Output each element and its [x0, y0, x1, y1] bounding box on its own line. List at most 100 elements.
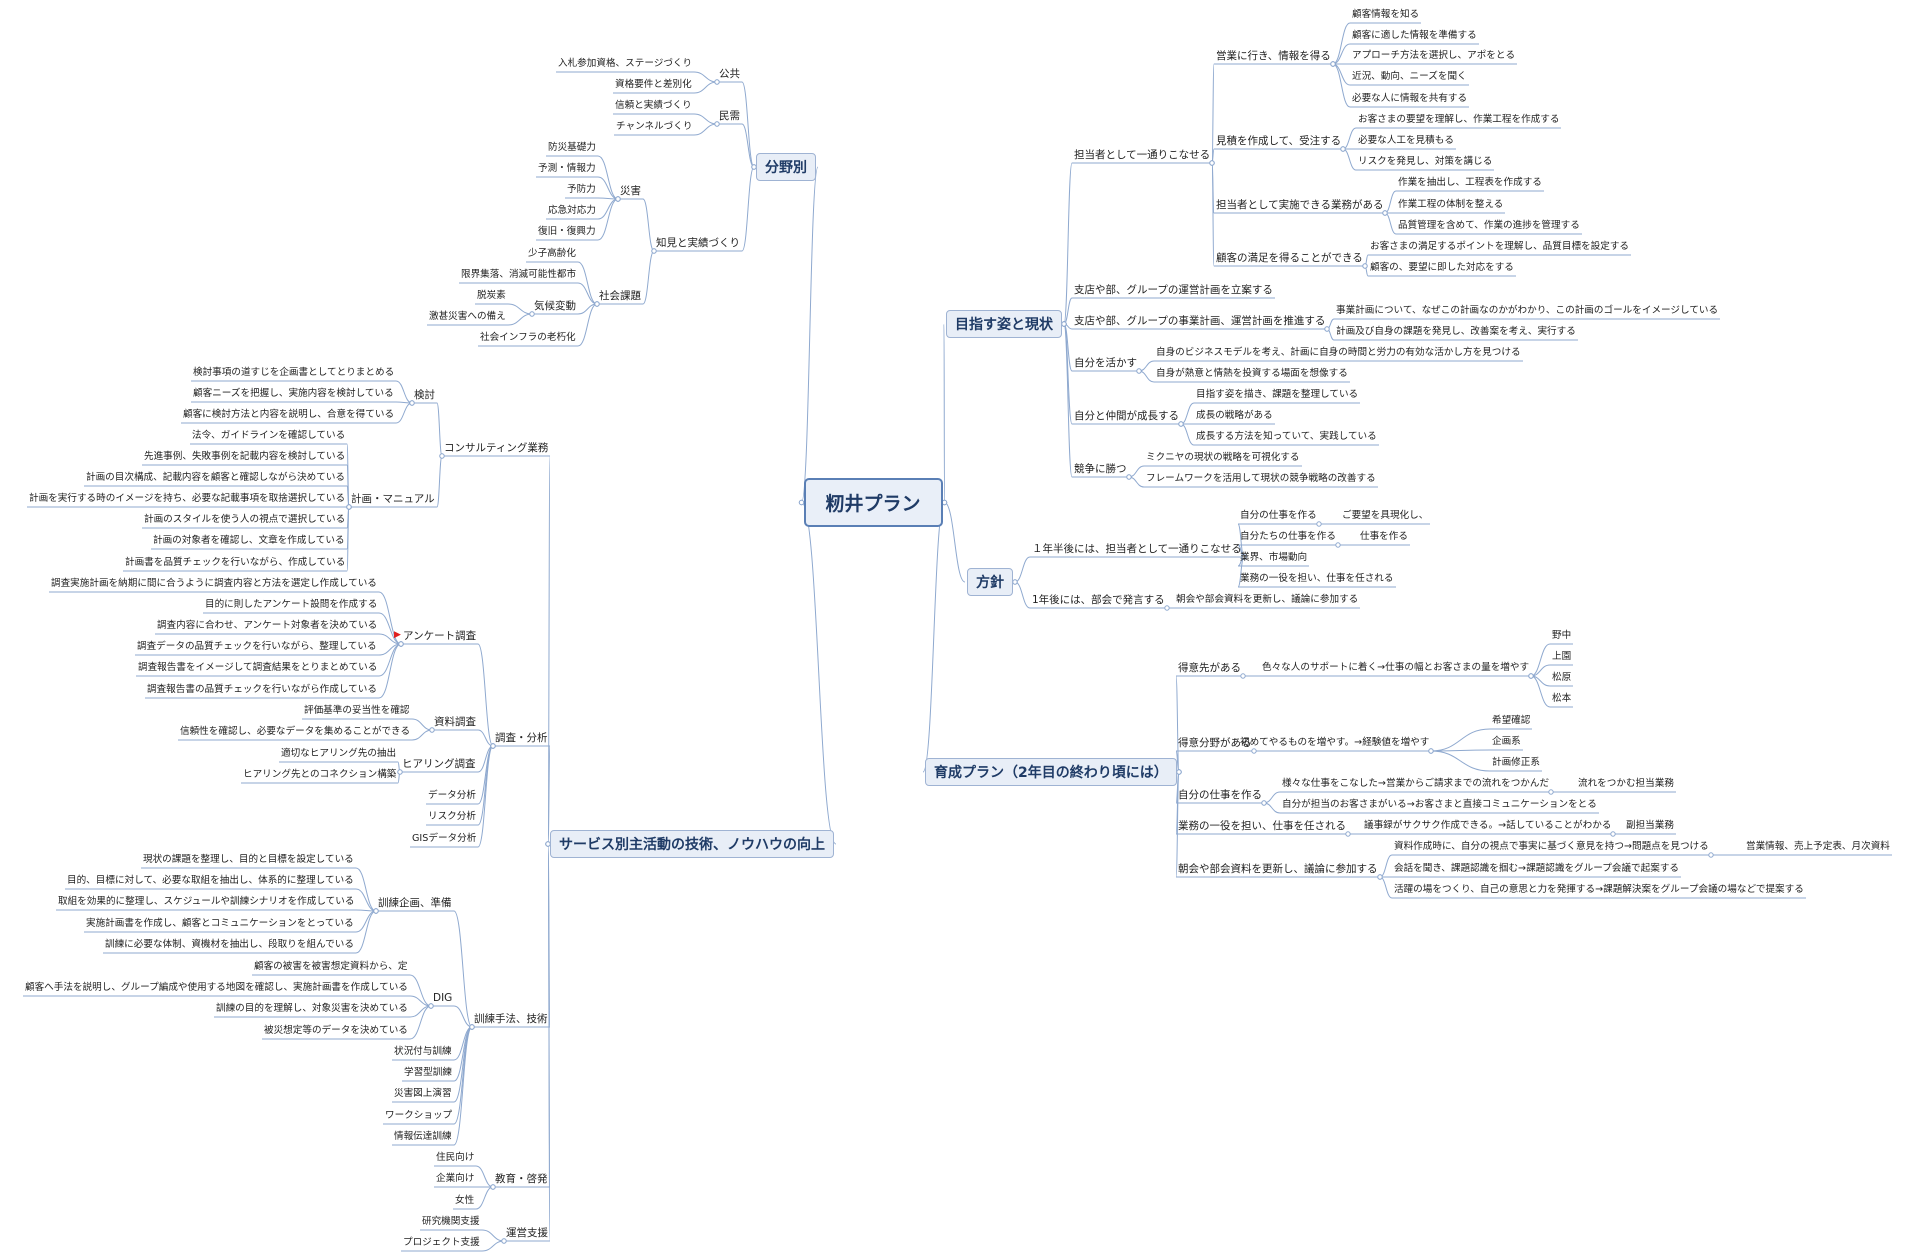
leaf-item: 会話を聞き、課題認識を掴む→課題認識をグループ会議で起案する	[1394, 863, 1680, 874]
branch-ikusei[interactable]: 育成プラン（2年目の終わり頃には）	[925, 758, 1177, 786]
topic-nakama[interactable]: 自分と仲間が成長する	[1074, 410, 1179, 422]
leaf-item: 自分の仕事を作る	[1240, 510, 1317, 521]
topic-manzoku[interactable]: 顧客の満足を得ることができる	[1216, 252, 1363, 264]
leaf-item: お客さまの満足するポイントを理解し、品質目標を設定する	[1370, 241, 1630, 252]
leaf-item: 状況付与訓練	[394, 1046, 452, 1057]
branch-mezasu[interactable]: 目指す姿と現状	[946, 310, 1062, 338]
leaf-item: 脱炭素	[477, 290, 506, 301]
leaf-item: フレームワークを活用して現状の競争戦略の改善する	[1146, 473, 1376, 484]
topic-dig[interactable]: DIG	[433, 992, 453, 1004]
topic-year[interactable]: 1年後には、部会で発言する	[1032, 594, 1165, 606]
leaf-item: 自分たちの仕事を作る	[1240, 531, 1336, 542]
leaf-item: 自身のビジネスモデルを考え、計画に自身の時間と労力の有効な活かし方を見つける	[1156, 347, 1521, 358]
topic-shiten1[interactable]: 支店や部、グループの運営計画を立案する	[1074, 284, 1273, 296]
topic-tanto[interactable]: 担当者として一通りこなせる	[1074, 149, 1211, 161]
leaf-item: 復旧・復興力	[538, 226, 596, 237]
leaf-item: 様々な仕事をこなした→営業からご請求までの流れをつかんだ	[1282, 778, 1550, 789]
topic-kyoiku[interactable]: 教育・啓発	[495, 1173, 548, 1185]
leaf-item: 調査データの品質チェックを行いながら、整理している	[137, 641, 377, 652]
leaf-item: 顧客情報を知る	[1352, 9, 1420, 20]
topic-gyomu[interactable]: 担当者として実施できる業務がある	[1216, 199, 1384, 211]
topic-tokuisaki[interactable]: 得意先がある	[1178, 662, 1241, 674]
leaf-item: 必要な人工を見積もる	[1358, 135, 1454, 146]
leaf-item: 顧客の、要望に即した対応をする	[1370, 262, 1514, 273]
topic-shigoto[interactable]: 自分の仕事を作る	[1178, 789, 1262, 801]
topic-chosa[interactable]: 調査・分析	[495, 732, 548, 744]
topic-private[interactable]: 民需	[719, 110, 740, 122]
leaf-item: 近況、動向、ニーズを聞く	[1352, 71, 1467, 82]
topic-choukai[interactable]: 朝会や部会資料を更新し、議論に参加する	[1178, 863, 1378, 875]
leaf-item: データ分析	[428, 790, 476, 801]
leaf-item: 営業情報、売上予定表、月次資料	[1746, 841, 1890, 852]
topic-shiten2[interactable]: 支店や部、グループの事業計画、運営計画を推進する	[1074, 315, 1326, 327]
leaf-item: 学習型訓練	[404, 1067, 452, 1078]
topic-anketo[interactable]: アンケート調査	[403, 630, 477, 642]
leaf-item: 松本	[1552, 693, 1572, 704]
leaf-item: 顧客に検討方法と内容を説明し、合意を得ている	[183, 409, 395, 420]
leaf-item: 計画修正系	[1492, 757, 1540, 768]
leaf-item: 作業工程の体制を整える	[1398, 199, 1504, 210]
leaf-item: 初めてやるものを増やす。→経験値を増やす	[1240, 737, 1430, 748]
leaf-item: 少子高齢化	[528, 248, 576, 259]
leaf-item: 顧客の被害を被害想定資料から、定	[254, 961, 408, 972]
leaf-item: お客さまの要望を理解し、作業工程を作成する	[1358, 114, 1560, 125]
topic-kento[interactable]: 検討	[414, 389, 435, 401]
topic-unei[interactable]: 運営支援	[506, 1227, 548, 1239]
leaf-item: 女性	[455, 1195, 475, 1206]
topic-half[interactable]: １年半後には、担当者として一通りこなせる	[1032, 543, 1242, 555]
leaf-item: アプローチ方法を選択し、アポをとる	[1352, 50, 1516, 61]
leaf-item: 防災基礎力	[548, 142, 596, 153]
leaf-item: 目的に則したアンケート設問を作成する	[205, 599, 378, 610]
topic-tokui[interactable]: 得意分野がある	[1178, 737, 1252, 749]
branch-bunya[interactable]: 分野別	[756, 153, 816, 181]
leaf-item: 法令、ガイドラインを確認している	[192, 430, 346, 441]
leaf-item: 実施計画書を作成し、顧客とコミュニケーションをとっている	[86, 918, 354, 929]
topic-shakai[interactable]: 社会課題	[599, 290, 641, 302]
leaf-item: 計画の対象者を確認し、文章を作成している	[153, 535, 345, 546]
topic-saigai[interactable]: 災害	[620, 185, 641, 197]
leaf-item: 訓練に必要な体制、資機材を抽出し、段取りを組んでいる	[105, 939, 354, 950]
topic-public[interactable]: 公共	[719, 68, 740, 80]
leaf-item: 成長の戦略がある	[1196, 410, 1273, 421]
leaf-item: 目的、目標に対して、必要な取組を抽出し、体系的に整理している	[67, 875, 354, 886]
topic-keikaku[interactable]: 計画・マニュアル	[351, 493, 435, 505]
topic-jibun[interactable]: 自分を活かす	[1074, 357, 1137, 369]
leaf-item: リスク分析	[428, 811, 476, 822]
topic-kunren[interactable]: 訓練手法、技術	[474, 1013, 548, 1025]
leaf-item: 研究機関支援	[422, 1216, 480, 1227]
topic-kyoso[interactable]: 競争に勝つ	[1074, 463, 1127, 475]
root-topic[interactable]: 籾井プラン	[803, 478, 943, 527]
leaf-item: 品質管理を含めて、作業の進捗を管理する	[1398, 220, 1580, 231]
topic-ichiyaku[interactable]: 業務の一役を担い、仕事を任される	[1178, 820, 1346, 832]
leaf-item: ミクニヤの現状の戦略を可視化する	[1146, 452, 1300, 463]
topic-kikaku[interactable]: 訓練企画、準備	[378, 897, 452, 909]
leaf-item: 希望確認	[1492, 715, 1531, 726]
topic-shiryo[interactable]: 資料調査	[434, 716, 476, 728]
branch-service[interactable]: サービス別主活動の技術、ノウハウの向上	[550, 830, 834, 858]
leaf-item: 朝会や部会資料を更新し、議論に参加する	[1176, 594, 1359, 605]
leaf-item: 信頼と実績づくり	[615, 100, 692, 111]
leaf-item: 資料作成時に、自分の視点で事実に基づく意見を持つ→問題点を見つける	[1394, 841, 1709, 852]
topic-kiko[interactable]: 気候変動	[534, 300, 576, 312]
topic-chiken[interactable]: 知見と実績づくり	[656, 237, 740, 249]
leaf-item: 色々な人のサポートに着く→仕事の幅とお客さまの量を増やす	[1262, 662, 1530, 673]
leaf-item: 評価基準の妥当性を確認	[304, 705, 410, 716]
leaf-item: 計画書を品質チェックを行いながら、作成している	[125, 557, 346, 568]
topic-hearing[interactable]: ヒアリング調査	[402, 758, 476, 770]
leaf-item: ご要望を具現化し、	[1342, 510, 1429, 521]
branch-hoshin[interactable]: 方針	[967, 568, 1013, 596]
leaf-item: 目指す姿を描き、課題を整理している	[1196, 389, 1359, 400]
leaf-item: 入札参加資格、ステージづくり	[558, 58, 693, 69]
leaf-item: 情報伝達訓練	[394, 1131, 452, 1142]
leaf-item: 仕事を作る	[1360, 531, 1408, 542]
topic-consulting[interactable]: コンサルティング業務	[444, 442, 549, 454]
topic-eigyo[interactable]: 営業に行き、情報を得る	[1216, 50, 1331, 62]
leaf-item: 限界集落、消滅可能性都市	[461, 269, 577, 280]
leaf-item: 予防力	[567, 184, 596, 195]
leaf-item: 企業向け	[436, 1173, 475, 1184]
leaf-item: 応急対応力	[548, 205, 596, 216]
topic-mitsumori[interactable]: 見積を作成して、受注する	[1216, 135, 1342, 147]
leaf-item: 調査報告書の品質チェックを行いながら作成している	[147, 684, 377, 695]
